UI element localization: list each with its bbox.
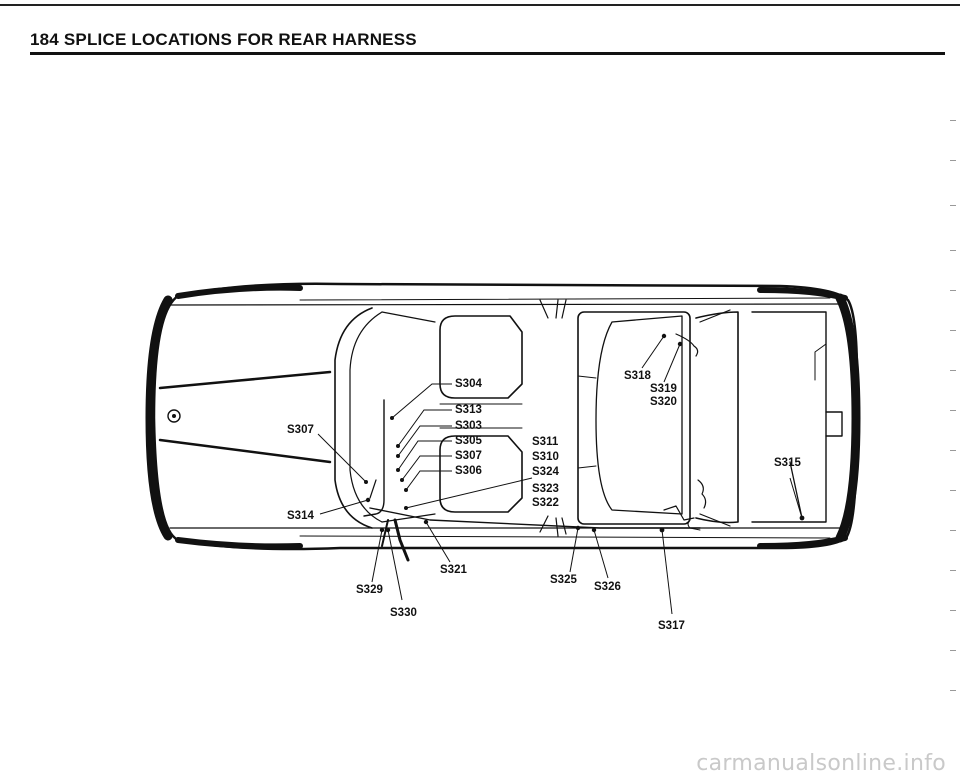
leader-s326 [593, 529, 609, 579]
splice-dot [396, 444, 400, 448]
page-title: 184 SPLICE LOCATIONS FOR REAR HARNESS [30, 30, 417, 49]
label-s326: S326 [594, 581, 621, 593]
label-s320: S320 [650, 396, 677, 408]
splice-dot [404, 488, 408, 492]
left-side-rail [145, 295, 173, 541]
hood-line-lower [158, 438, 332, 464]
leader-s315 [789, 477, 803, 519]
front-seat-right [439, 435, 523, 513]
leader-s325 [569, 527, 579, 573]
leader-s330 [387, 529, 403, 601]
label-s306: S306 [455, 465, 482, 477]
leader-s304 [391, 383, 452, 419]
leader-s305 [397, 440, 452, 471]
label-s323: S323 [532, 483, 559, 495]
splice-dot [661, 333, 667, 339]
splice-dot [659, 527, 665, 533]
label-s329: S329 [356, 584, 383, 596]
right-side-rail [835, 293, 861, 543]
leader-s321 [425, 521, 451, 563]
front-seat-left [439, 315, 523, 399]
splice-dot [400, 478, 404, 482]
hood-line-upper [158, 370, 332, 390]
front-harness-trunk [363, 399, 385, 517]
splice-dot [365, 497, 371, 503]
top-sill [299, 297, 831, 301]
splice-dot [591, 527, 597, 533]
splice-dot [379, 527, 385, 533]
leader-s307-center [401, 455, 452, 481]
label-s307-center: S307 [455, 450, 482, 462]
label-s310: S310 [532, 451, 559, 463]
label-s313: S313 [455, 404, 482, 416]
leader-s306 [405, 470, 452, 491]
splice-dot [677, 341, 683, 347]
leader-s318 [641, 335, 665, 369]
top-rule [0, 4, 960, 6]
label-s315: S315 [774, 457, 801, 469]
top-beltline [169, 303, 841, 306]
rear-bumper-top [757, 287, 848, 301]
label-s311: S311 [532, 436, 559, 448]
label-s307-left: S307 [287, 424, 314, 436]
leader-s329 [371, 529, 383, 583]
front-bumper-top [175, 284, 303, 299]
label-s318: S318 [624, 370, 651, 382]
leader-s314 [319, 499, 369, 515]
label-s324: S324 [532, 466, 559, 478]
leader-s317 [661, 529, 673, 615]
leader-s307-left [317, 433, 367, 483]
splice-dot [396, 468, 400, 472]
leader-s303 [397, 425, 452, 457]
front-bumper-bottom [175, 537, 303, 550]
label-s322: S322 [532, 497, 559, 509]
title-rule [30, 52, 945, 55]
splice-dot [396, 454, 400, 458]
label-s319: S319 [650, 383, 677, 395]
center-tunnel [439, 403, 523, 429]
watermark: carmanualsonline.info [696, 751, 946, 776]
leader-s313 [397, 409, 452, 447]
car-body-outline [152, 282, 859, 551]
splice-dot [799, 515, 805, 521]
label-s305: S305 [455, 435, 482, 447]
rear-window-glass [595, 315, 683, 515]
windshield-frame [334, 307, 373, 529]
b-pillar-top [539, 299, 567, 319]
rear-deck-top [695, 311, 739, 524]
splice-dot [364, 480, 368, 484]
label-s304: S304 [455, 378, 482, 390]
windshield-inner [349, 311, 383, 523]
lower-harness [369, 507, 701, 529]
splice-dot [575, 525, 581, 531]
splice-dot [390, 416, 394, 420]
label-s314: S314 [287, 510, 314, 522]
trunk-harness [789, 461, 803, 519]
rear-bumper-bottom [757, 535, 848, 549]
splice-dot [423, 519, 429, 525]
bottom-sill [299, 535, 831, 539]
label-s303: S303 [455, 420, 482, 432]
label-s321: S321 [440, 564, 467, 576]
splice-dot [385, 527, 391, 533]
leader-s319 [663, 343, 681, 383]
label-s317: S317 [658, 620, 685, 632]
trunk-lid [751, 311, 827, 523]
leader-s311-s322 [405, 477, 533, 509]
label-s325: S325 [550, 574, 577, 586]
label-s330: S330 [390, 607, 417, 619]
hood-emblem [167, 409, 181, 423]
rear-compartment [577, 311, 691, 525]
splice-dot [404, 506, 408, 510]
